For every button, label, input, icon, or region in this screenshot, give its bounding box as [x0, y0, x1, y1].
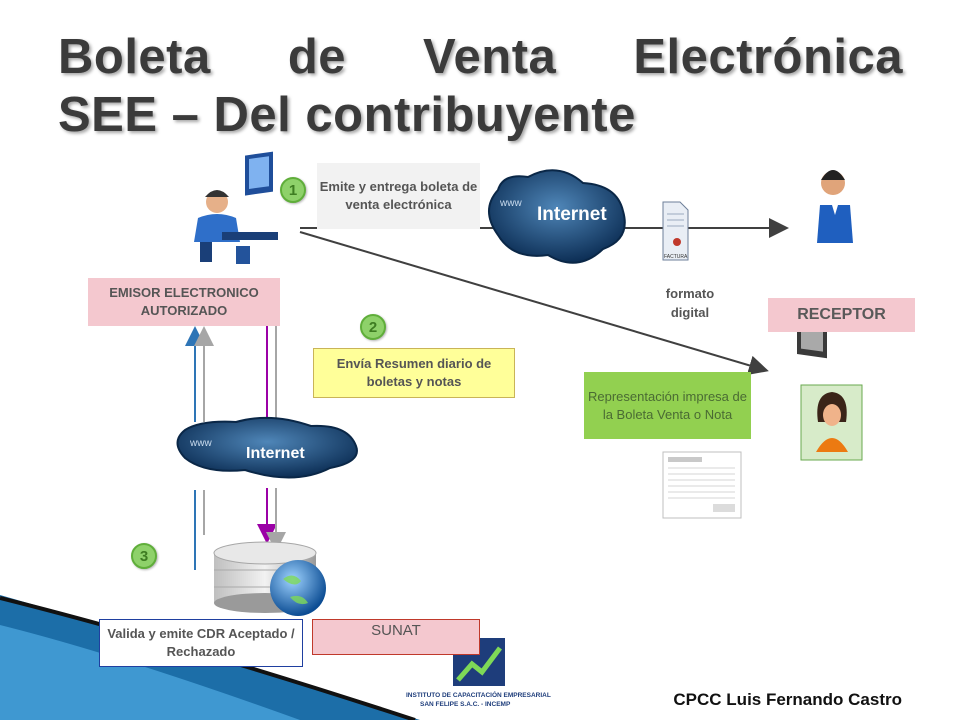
title-line-2: SEE – Del contribuyente [58, 88, 636, 142]
formato-digital-label: formato digital [665, 286, 715, 320]
receptor-person-icon [800, 384, 863, 461]
printed-document-icon [662, 451, 742, 519]
sunat-box: SUNAT [312, 619, 480, 655]
page-title: Boleta de Venta Electrónica SEE – Del co… [58, 28, 903, 144]
step2-box: Envía Resumen diario de boletas y notas [313, 348, 515, 398]
title-word: Boleta [58, 30, 211, 84]
internet-cloud-top: www Internet [488, 169, 626, 264]
cloud-internet-label: Internet [246, 445, 305, 462]
arrow-representation [299, 231, 769, 376]
logo-line-2: SAN FELIPE S.A.C. - INCEMP [420, 701, 511, 708]
title-word: Venta [423, 30, 557, 84]
cloud-www-label: www [499, 198, 522, 209]
step-3-badge: 3 [131, 543, 157, 569]
author-credit: CPCC Luis Fernando Castro [673, 690, 902, 709]
factura-document-icon: FACTURA [662, 201, 689, 261]
factura-label: FACTURA [664, 254, 688, 260]
step1-box: Emite y entrega boleta de venta electrón… [317, 163, 480, 229]
title-line-1: Boleta de Venta Electrónica [58, 28, 903, 86]
title-word: de [287, 30, 346, 84]
emisor-box: EMISOR ELECTRONICO AUTORIZADO [88, 278, 280, 326]
step3-box: Valida y emite CDR Aceptado / Rechazado [99, 619, 303, 667]
emisor-user-icon [194, 151, 278, 264]
title-word: Electrónica [633, 30, 903, 84]
sunat-database-icon [213, 541, 326, 616]
representation-box: Representación impresa de la Boleta Vent… [584, 372, 751, 439]
internet-cloud-middle: www Internet [176, 416, 358, 479]
logo-line-1: INSTITUTO DE CAPACITACIÓN EMPRESARIAL [406, 690, 551, 699]
receptor-box: RECEPTOR [768, 298, 915, 332]
step-2-badge: 2 [360, 314, 386, 340]
step-1-badge: 1 [280, 177, 306, 203]
cloud-www-label: www [189, 438, 212, 449]
cloud-internet-label: Internet [537, 204, 607, 225]
